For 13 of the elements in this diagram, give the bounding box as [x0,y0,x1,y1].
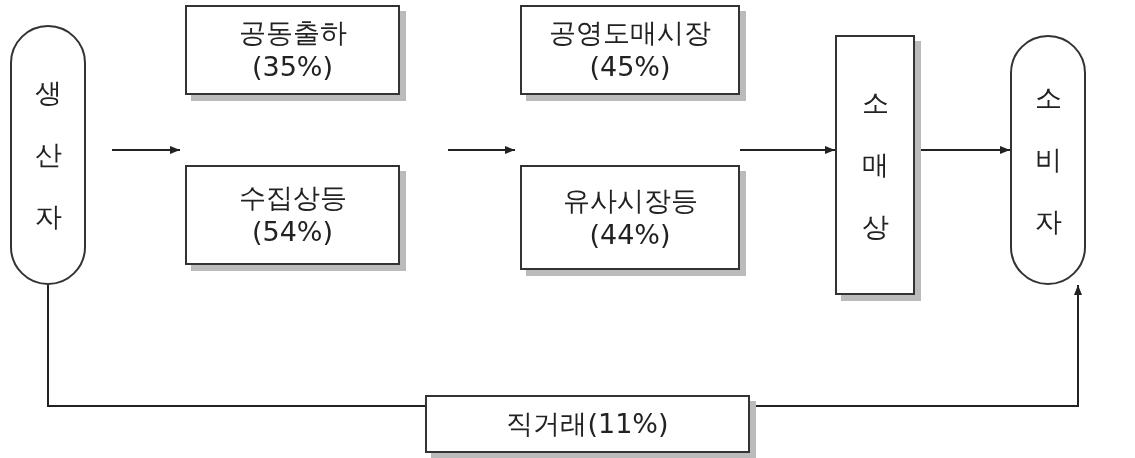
arrow [755,284,1082,407]
rounded-box [1010,35,1086,285]
arrow [920,146,1011,154]
node-label: 유사시장등 (44%) [561,183,699,252]
connector-line [47,284,426,407]
node-label: 공동출하 (35%) [237,16,348,84]
node-label: 소비자 [1033,80,1063,240]
node-label: 공영도매시장 (45%) [548,16,712,84]
node-label: 소매상 [860,85,890,245]
arrow [739,146,836,154]
node-label: 직거래(11%) [506,407,669,441]
node-label: 수집상등 (54%) [237,181,348,249]
node-label: 생산자 [33,75,63,235]
